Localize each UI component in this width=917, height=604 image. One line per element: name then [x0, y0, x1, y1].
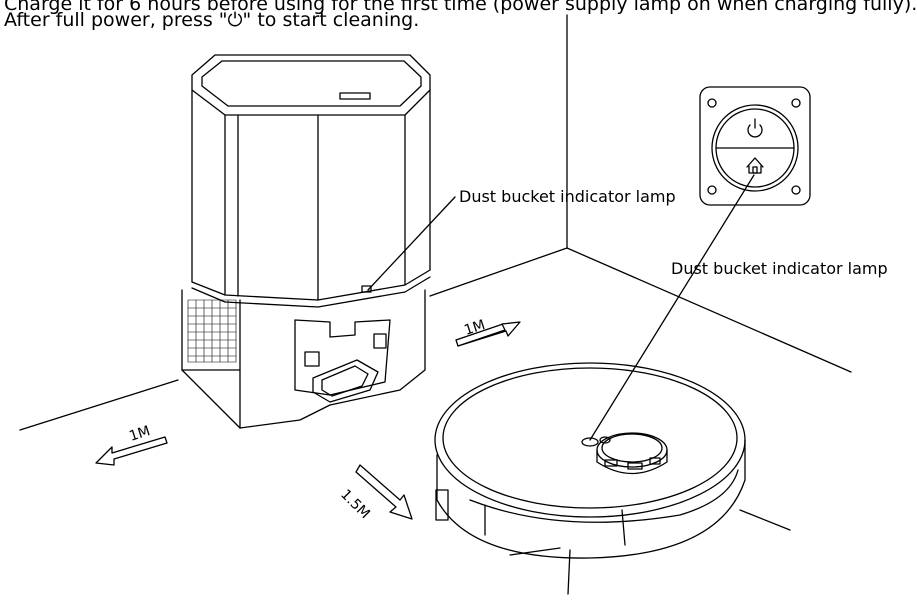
- instruction-line-1: Charge it for 6 hours before using for t…: [4, 0, 917, 15]
- arrow-front-1-5m: [355, 464, 413, 520]
- power-icon[interactable]: [747, 118, 763, 138]
- instruction-line-2: After full power, press "⏻" to start cle…: [4, 9, 420, 31]
- vent-grille: [187, 299, 237, 363]
- callout-robot-indicator: Dust bucket indicator lamp: [671, 259, 888, 278]
- clearance-label-left: 1M: [127, 423, 152, 445]
- clearance-label-right: 1M: [462, 317, 487, 339]
- arrow-left-1m: [95, 436, 168, 466]
- robot-vacuum: [434, 362, 791, 595]
- callout-dock-indicator: Dust bucket indicator lamp: [459, 187, 676, 206]
- clearance-label-front: 1.5M: [337, 487, 373, 523]
- docking-station: [181, 54, 431, 429]
- room-lines: [19, 14, 852, 431]
- control-panel-inset: [699, 86, 811, 206]
- leader-lines: [367, 174, 755, 441]
- home-icon[interactable]: [746, 157, 764, 174]
- arrow-right-1m: [455, 321, 521, 347]
